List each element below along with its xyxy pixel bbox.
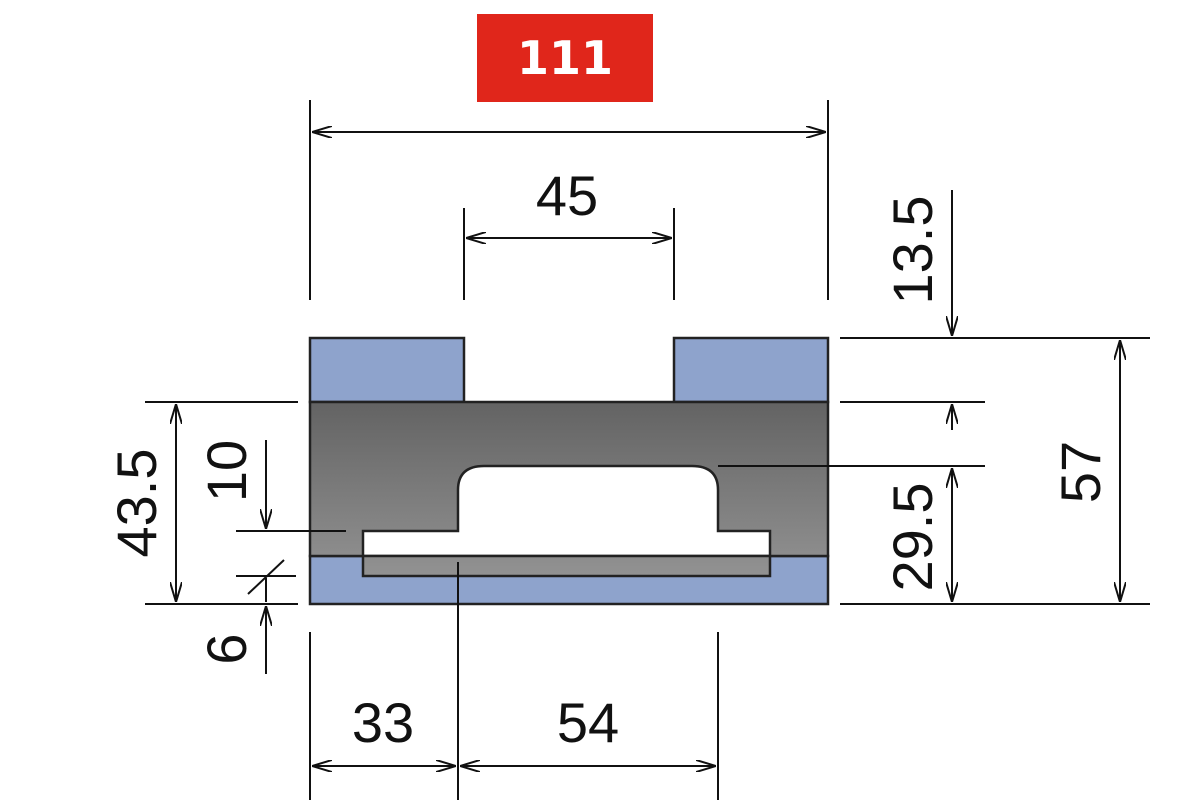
dim-label-45: 45 [536,164,598,227]
dimension-labels: 45 33 54 13.5 29.5 57 43.5 10 6 [105,164,1112,754]
top-left-block [308,336,466,404]
dim-label-54: 54 [557,691,619,754]
extension-lines [145,100,1150,800]
main-body [308,400,830,578]
dim-label-29-5: 29.5 [881,483,944,592]
title-badge [477,14,653,102]
dim-label-6: 6 [195,633,258,664]
dim-label-33: 33 [352,691,414,754]
dim-slash [247,559,285,595]
dim-label-43-5: 43.5 [105,449,168,558]
title-label: 111 [517,31,613,85]
dim-label-13-5: 13.5 [881,196,944,305]
dim-label-57: 57 [1049,441,1112,503]
part-profile [308,336,830,606]
top-right-block [672,336,830,404]
dim-label-10: 10 [195,440,258,502]
dimension-lines [176,132,1120,766]
